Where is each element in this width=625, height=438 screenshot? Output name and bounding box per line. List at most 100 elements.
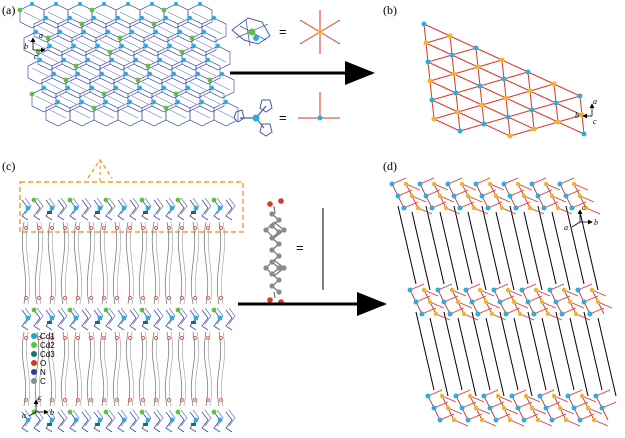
ligand-bond (165, 81, 183, 91)
layer-edge (479, 289, 495, 297)
net-node (467, 393, 473, 399)
cd2-node (211, 307, 217, 313)
net-node (527, 205, 533, 211)
layer-ligand (201, 411, 209, 433)
layer-edge (457, 301, 465, 315)
pillar-edge (597, 317, 617, 397)
layer-edge (465, 283, 481, 291)
equals-sign-node3: = (279, 110, 287, 125)
cd3-node (191, 321, 196, 324)
carboxylate-o (102, 336, 106, 340)
net-node (515, 181, 521, 187)
cd1-node (169, 417, 175, 423)
carboxylate-o (24, 398, 28, 402)
ligand-bond (213, 81, 231, 91)
legend-swatch (31, 342, 37, 348)
layer-ligand (72, 409, 80, 427)
net-node (457, 205, 463, 211)
ligand-bond (47, 11, 65, 21)
layer-ligand (204, 307, 212, 325)
net-node (557, 181, 563, 187)
panel-label-b: (b) (383, 3, 397, 17)
layer-ligand (108, 409, 116, 427)
cd-node (41, 85, 47, 91)
net-edge (581, 114, 585, 135)
layer-edge (597, 301, 605, 315)
cd-node (125, 1, 131, 7)
pillar-ligand (164, 221, 170, 305)
cd1-node (169, 205, 175, 211)
net-node (533, 287, 539, 293)
net-node (475, 311, 481, 317)
layer-edge (451, 289, 459, 303)
net-edge (451, 47, 477, 56)
carboxylate-o (102, 398, 106, 402)
cd1-node (145, 315, 151, 321)
cd-node (33, 29, 39, 35)
carboxylate-o (206, 336, 210, 340)
net-edge (481, 104, 509, 118)
layer-ligand (204, 197, 212, 215)
layer-edge (505, 307, 521, 315)
layer-ligand (117, 199, 125, 221)
carboxylate-o (76, 398, 80, 402)
net-node (451, 71, 457, 77)
layer-ligand (105, 199, 113, 221)
cd1-node (217, 417, 223, 423)
net-node (449, 52, 455, 58)
carboxylate-o (219, 226, 223, 230)
net-edge (425, 42, 429, 63)
net-edge (557, 114, 583, 123)
net-node (527, 88, 533, 94)
c-atom (276, 253, 282, 259)
net-node (581, 131, 587, 137)
layer-edge (455, 389, 471, 397)
pillar-ligand (25, 331, 31, 407)
ligand-bond (119, 11, 137, 21)
layer-ligand (180, 409, 188, 427)
net-node (487, 405, 493, 411)
carboxylate-o (37, 336, 41, 340)
layer-edge (481, 189, 497, 197)
layer-edge (547, 313, 563, 321)
net-node (401, 205, 407, 211)
layer-ligand (228, 197, 236, 215)
layer-edge (563, 289, 579, 297)
layer-edge (573, 401, 589, 409)
layer-ligand (81, 309, 89, 331)
ligand-bond (69, 81, 87, 91)
net-node (503, 311, 509, 317)
layer-edge (439, 195, 455, 203)
cd2-node (103, 307, 109, 313)
cd-node (133, 57, 139, 63)
pillar-edge (439, 211, 459, 291)
ligand-bond (71, 11, 89, 21)
net-node (471, 205, 477, 211)
layer-edge (433, 183, 449, 191)
cd1-node (49, 315, 55, 321)
carboxylate-o (115, 296, 119, 300)
layer-edge (433, 183, 441, 197)
ligand-bond (89, 53, 107, 63)
layer-ligand (216, 409, 224, 427)
c-atom (269, 247, 275, 253)
pillar-edge (565, 205, 585, 285)
net-edge (505, 90, 531, 99)
cd-node (55, 99, 61, 105)
layer-edge (571, 201, 587, 209)
layer-edge (443, 295, 459, 303)
net-node (417, 181, 423, 187)
cd2-node (173, 91, 179, 97)
layer-edge (581, 395, 589, 409)
legend-label-n: N (40, 368, 46, 377)
net-node (565, 393, 571, 399)
net-edge (451, 54, 479, 68)
pillar-ligand (194, 221, 200, 305)
layer-edge (551, 195, 567, 203)
carboxylate-o (193, 296, 197, 300)
net-node (433, 311, 439, 317)
carboxylate-o (76, 226, 80, 230)
net-node (529, 107, 535, 113)
c-atom (281, 265, 287, 271)
net-node (587, 311, 593, 317)
